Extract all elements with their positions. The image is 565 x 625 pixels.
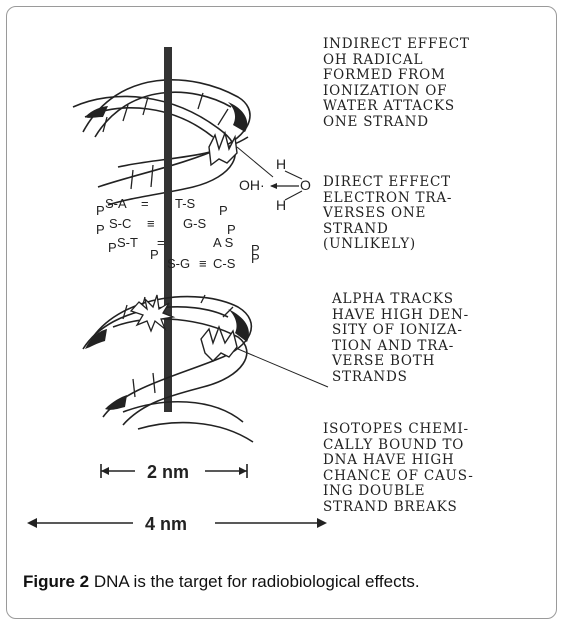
lower-rungs	[122, 294, 234, 398]
water-h-top: H	[276, 156, 286, 172]
helix-axis	[164, 47, 172, 412]
phosphate-6: P	[251, 242, 260, 257]
phosphate-3: P	[96, 222, 105, 237]
annotation-isotopes: ISOTOPES CHEMI- CALLY BOUND TO DNA HAVE …	[323, 421, 474, 515]
lower-strand-4	[122, 400, 244, 423]
water-molecule: H OH· O H	[236, 146, 311, 213]
electron-starburst	[129, 294, 176, 333]
phosphate-4: P	[227, 222, 236, 237]
bp2-bond: ≡	[147, 216, 155, 231]
phosphate-7: P	[150, 247, 159, 262]
bp2-left: S-C	[109, 216, 131, 231]
lower-strand-3	[112, 318, 248, 426]
bp4-right: C-S	[213, 256, 236, 271]
bp4-left: S-G	[167, 256, 190, 271]
lower-strand-5	[137, 421, 254, 443]
water-h-bottom: H	[276, 197, 286, 213]
water-o: O	[300, 177, 311, 193]
upper-strand-1	[82, 79, 251, 188]
figure-frame: H OH· O H P S-A = T-S P P S-C ≡ G-S P P …	[6, 6, 557, 619]
lower-strand-1	[92, 295, 253, 418]
bp3-left: S-T	[117, 235, 138, 250]
alpha-pointer	[237, 348, 329, 388]
figure-caption: Figure 2 DNA is the target for radiobiol…	[23, 572, 420, 592]
upper-rungs	[102, 92, 229, 190]
bp3-right: A S	[213, 235, 234, 250]
upper-shade-2	[85, 106, 108, 118]
phosphate-5: P	[108, 240, 117, 255]
base-pair-ladder: P S-A = T-S P P S-C ≡ G-S P P S-T = A S …	[96, 196, 260, 271]
bp2-right: G-S	[183, 216, 206, 231]
water-oh: OH·	[239, 177, 265, 193]
bp1-left: S-A	[105, 196, 127, 211]
upper-strand-1-inner	[94, 91, 232, 138]
bp1-right: T-S	[175, 196, 196, 211]
bp4-bond: ≡	[199, 256, 207, 271]
bp1-bond: =	[141, 196, 149, 211]
alpha-damage-zigzag	[200, 325, 238, 362]
indirect-pointer	[236, 146, 274, 178]
scale-2nm-label: 2 nm	[147, 462, 189, 482]
dna-diagram: H OH· O H P S-A = T-S P P S-C ≡ G-S P P …	[27, 47, 329, 534]
lower-shade-3	[105, 395, 127, 410]
annotation-direct-effect: DIRECT EFFECT ELECTRON TRA- VERSES ONE S…	[323, 174, 453, 252]
caption-label: Figure 2	[23, 572, 90, 591]
phosphate-1: P	[96, 203, 105, 218]
lower-shade-2	[85, 329, 107, 349]
bp3-bond: =	[157, 235, 165, 250]
annotation-indirect-effect: INDIRECT EFFECT OH RADICAL FORMED FROM I…	[323, 36, 470, 130]
annotation-alpha-tracks: ALPHA TRACKS HAVE HIGH DEN- SITY OF IONI…	[332, 291, 469, 385]
upper-shade-1	[228, 102, 248, 132]
oh-damage-zigzag	[208, 130, 238, 167]
water-arrow-head	[270, 183, 277, 189]
phosphate-8: P	[251, 251, 260, 266]
scale-4nm-label: 4 nm	[145, 514, 187, 534]
phosphate-2: P	[219, 203, 228, 218]
caption-text: DNA is the target for radiobiological ef…	[93, 572, 420, 591]
lower-shade-1	[228, 309, 249, 342]
